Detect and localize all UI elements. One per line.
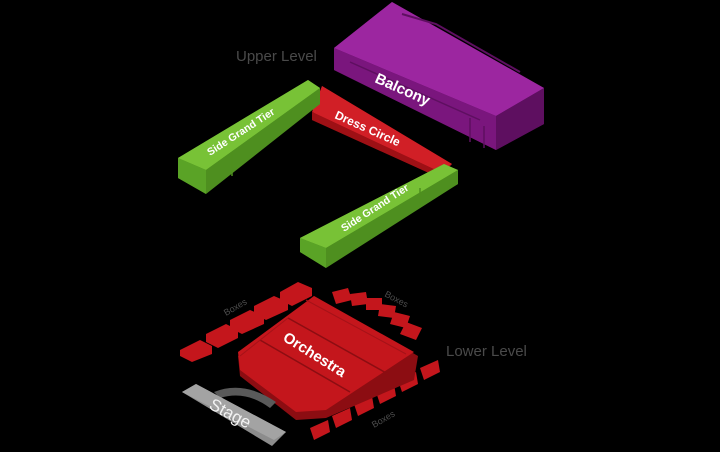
box-seat[interactable] [206, 324, 238, 348]
box-seat[interactable] [350, 292, 368, 306]
stage-label: Stage [206, 395, 254, 433]
box-seat[interactable] [332, 408, 352, 428]
balcony-section[interactable]: Balcony [334, 2, 544, 150]
upper-level-label: Upper Level [236, 48, 317, 65]
box-seat[interactable] [254, 296, 288, 320]
box-seat[interactable] [420, 360, 440, 380]
side-grand-tier-right-section[interactable]: Side Grand Tier [300, 164, 458, 268]
boxes-left-group: Boxes [180, 282, 312, 362]
box-seat[interactable] [230, 310, 264, 334]
dress-circle-section[interactable]: Dress Circle [312, 86, 452, 178]
box-seat[interactable] [180, 340, 212, 362]
box-seat[interactable] [378, 304, 396, 318]
orchestra-section[interactable]: Orchestra [238, 296, 418, 420]
lower-level-label: Lower Level [446, 343, 527, 360]
box-seat[interactable] [310, 420, 330, 440]
side-grand-tier-left-section[interactable]: Side Grand Tier [178, 80, 320, 194]
box-seat[interactable] [400, 322, 422, 340]
box-seat[interactable] [280, 282, 312, 306]
boxes-bottom-right-label: Boxes [370, 408, 397, 429]
box-seat[interactable] [366, 298, 382, 310]
boxes-top-right-group: Boxes [332, 288, 422, 340]
box-seat[interactable] [354, 396, 374, 416]
box-seat[interactable] [332, 288, 352, 304]
